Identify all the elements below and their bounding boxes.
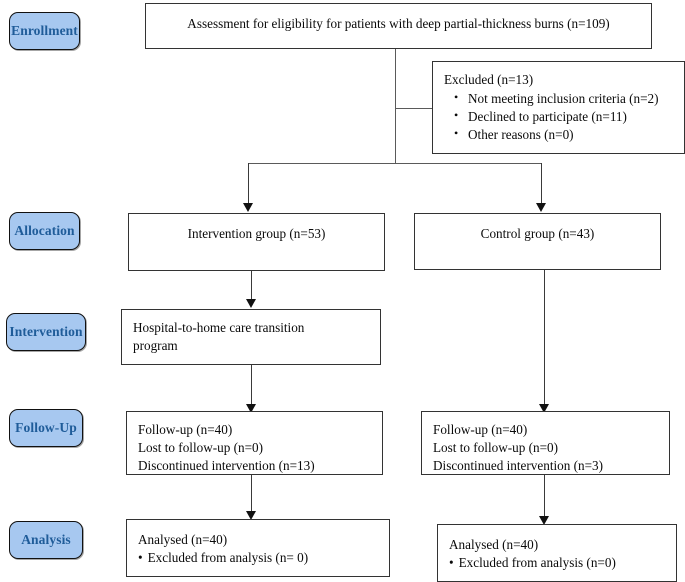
stage-pill-label: Enrollment <box>11 23 78 38</box>
arrow-head-icon <box>539 516 549 525</box>
box-control-group: Control group (n=43) <box>414 213 661 270</box>
box-assessment-for-eligibility: Assessment for eligibility for patients … <box>145 3 652 49</box>
followup-left-line-1: Follow-up (n=40) <box>138 422 233 437</box>
box-intervention-program: Hospital-to-home care transition program <box>121 309 381 365</box>
arrow-head-icon <box>536 203 546 212</box>
assessment-text: Assessment for eligibility for patients … <box>187 16 610 31</box>
excluded-heading: Excluded (n=13) <box>444 72 534 87</box>
list-item: Declined to participate (n=11) <box>453 107 673 126</box>
connector-drop-intervention <box>248 163 249 205</box>
analysis-left-line-1: Analysed (n=40) <box>138 532 228 547</box>
program-line-1: Hospital-to-home care transition <box>133 320 305 335</box>
connector-drop-control <box>541 163 542 205</box>
arrow-head-icon <box>246 299 256 308</box>
analysis-right-line-2: Excluded from analysis (n=0) <box>449 554 665 572</box>
arrow-head-icon <box>246 404 256 413</box>
stage-pill-allocation[interactable]: Allocation <box>9 212 80 250</box>
box-intervention-group: Intervention group (n=53) <box>128 213 385 271</box>
connector-followup-to-analysis-right <box>544 475 545 519</box>
arrow-head-icon <box>243 203 253 212</box>
arrow-head-icon <box>539 404 549 413</box>
connector-intervention-to-program <box>251 271 252 301</box>
analysis-left-line-2: Excluded from analysis (n= 0) <box>138 549 378 567</box>
connector-assessment-stem <box>395 49 396 164</box>
intervention-group-text: Intervention group (n=53) <box>187 226 326 241</box>
connector-control-to-followup <box>544 270 545 407</box>
box-excluded: Excluded (n=13) Not meeting inclusion cr… <box>432 61 685 154</box>
program-line-2: program <box>133 338 178 354</box>
stage-pill-intervention[interactable]: Intervention <box>6 313 86 351</box>
excluded-reasons-list: Not meeting inclusion criteria (n=2) Dec… <box>444 89 673 144</box>
analysis-right-line-1: Analysed (n=40) <box>449 537 539 552</box>
followup-right-line-1: Follow-up (n=40) <box>433 422 528 437</box>
followup-right-line-2: Lost to follow-up (n=0) <box>433 440 559 456</box>
stage-pill-followup[interactable]: Follow-Up <box>9 409 83 447</box>
stage-pill-label: Follow-Up <box>15 420 77 435</box>
stage-pill-label: Intervention <box>9 324 83 339</box>
stage-pill-analysis[interactable]: Analysis <box>9 521 83 559</box>
list-item: Not meeting inclusion criteria (n=2) <box>453 89 673 108</box>
list-item: Other reasons (n=0) <box>453 125 673 144</box>
connector-followup-to-analysis-left <box>251 475 252 514</box>
stage-pill-label: Analysis <box>21 532 71 547</box>
arrow-head-icon <box>246 511 256 520</box>
box-analysis-control: Analysed (n=40) Excluded from analysis (… <box>437 524 677 582</box>
stage-pill-label: Allocation <box>14 223 75 238</box>
followup-left-line-2: Lost to follow-up (n=0) <box>138 440 264 456</box>
followup-left-line-3: Discontinued intervention (n=13) <box>138 458 315 474</box>
connector-to-excluded <box>395 108 433 109</box>
stage-pill-enrollment[interactable]: Enrollment <box>9 12 80 50</box>
followup-right-line-3: Discontinued intervention (n=3) <box>433 458 604 474</box>
box-followup-control: Follow-up (n=40) Lost to follow-up (n=0)… <box>421 411 670 475</box>
box-analysis-intervention: Analysed (n=40) Excluded from analysis (… <box>126 519 390 577</box>
box-followup-intervention: Follow-up (n=40) Lost to follow-up (n=0)… <box>126 411 383 475</box>
connector-allocation-split-bar <box>248 163 542 164</box>
connector-program-to-followup <box>251 365 252 407</box>
control-group-text: Control group (n=43) <box>480 226 595 241</box>
